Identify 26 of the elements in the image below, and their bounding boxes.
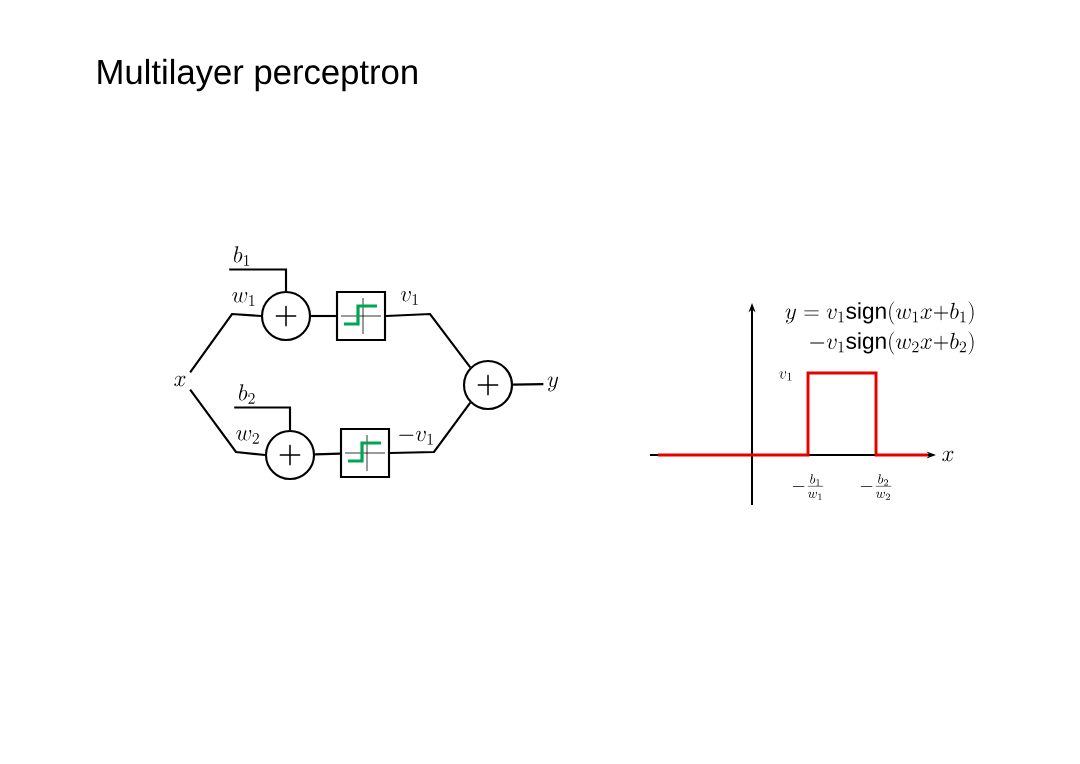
plot-label: $-\frac{b_1}{w_1}$ — [792, 474, 824, 500]
connector-line — [234, 406, 292, 430]
edge-label: $-v_1$ — [399, 430, 433, 445]
plot-label: $x$ — [942, 450, 954, 462]
connector-line — [315, 452, 340, 456]
connector-line — [513, 383, 544, 386]
variable-label: $b_1$ — [234, 246, 250, 266]
step-function-box — [339, 427, 391, 479]
connector-line — [229, 268, 288, 291]
plot-label: $y = v_1\mathrm{sign}(w_1x{+}b_1)$ — [785, 301, 974, 325]
connector-line — [311, 314, 336, 318]
connector-line — [386, 312, 472, 368]
variable-label: $x$ — [174, 375, 186, 387]
variable-label: $y$ — [547, 376, 559, 392]
plot-label: $-v_1\mathrm{sign}(w_2x{+}b_2)$ — [810, 331, 974, 355]
variable-label: $b_2$ — [239, 384, 255, 404]
plot-label: $v_1$ — [779, 371, 792, 381]
title: Multilayer perceptron — [98, 58, 417, 92]
plot-label: $-\frac{b_2}{w_2}$ — [860, 474, 892, 500]
step-function-box — [335, 290, 387, 342]
connector-line — [189, 312, 261, 373]
edge-label: $w_2$ — [236, 430, 259, 444]
edge-label: $v_1$ — [400, 291, 418, 305]
connector-line — [189, 389, 266, 457]
edge-label: $w_1$ — [232, 292, 255, 306]
connector-line — [390, 402, 472, 455]
